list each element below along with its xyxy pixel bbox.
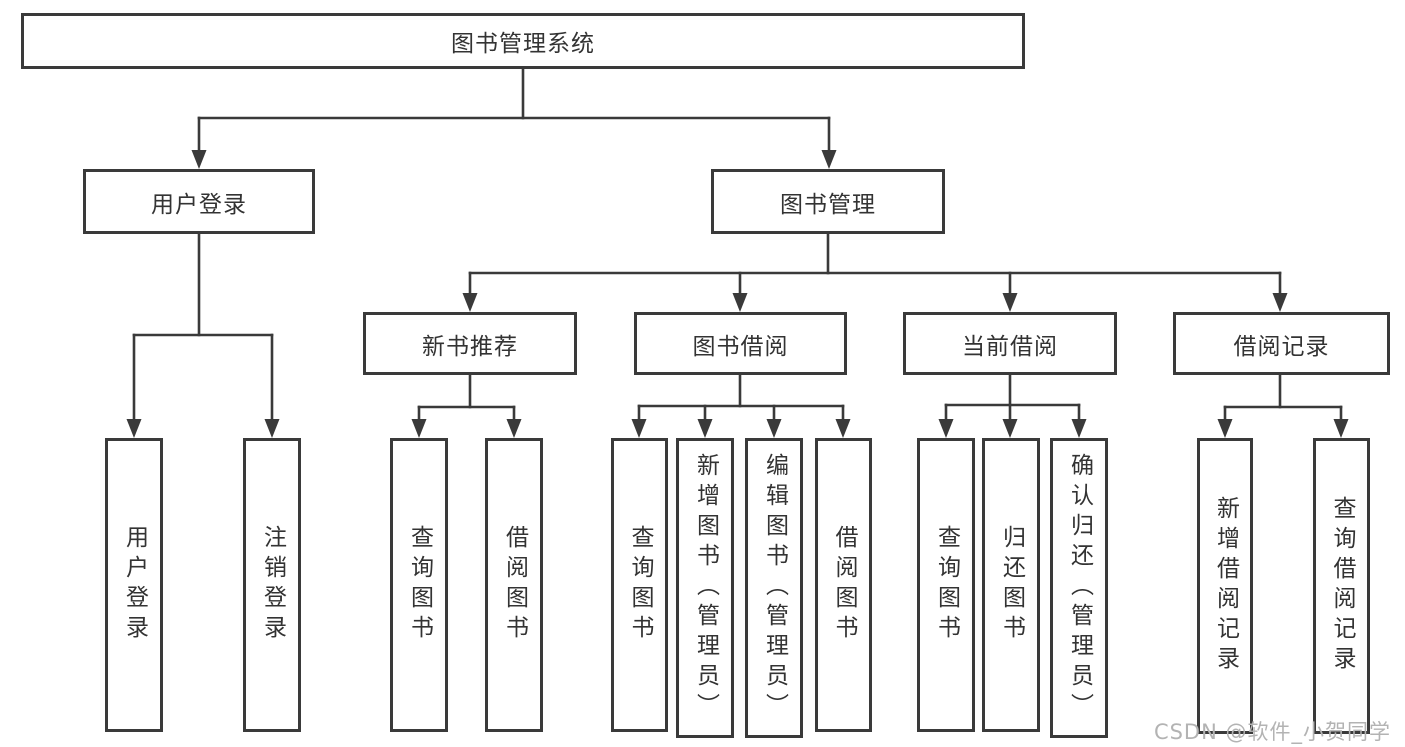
leaf-return-book-label: 归还图书 [998,525,1025,645]
leaf-logout-label: 注销登录 [259,525,286,645]
leaf-add-borrow-record-label: 新增借阅记录 [1212,496,1239,676]
node-user-login-label: 用户登录 [151,191,247,218]
leaf-borrow-books-borrowing-label: 借阅图书 [831,525,857,645]
leaf-add-book-admin: 新增图书（管理员） [676,438,734,738]
leaf-logout: 注销登录 [243,438,301,732]
leaf-add-book-admin-label: 新增图书（管理员） [692,453,719,723]
leaf-borrow-books-recommendation-label: 借阅图书 [501,525,528,645]
leaf-confirm-return-admin: 确认归还（管理员） [1050,438,1108,738]
leaf-return-book: 归还图书 [982,438,1040,732]
arrowheads [126,150,1349,438]
node-book-borrowing-label: 图书借阅 [692,333,789,360]
leaf-edit-book-admin: 编辑图书（管理员） [745,438,803,738]
node-new-book-recommendation-label: 新书推荐 [422,333,518,360]
leaf-borrow-books-recommendation: 借阅图书 [485,438,543,732]
leaf-query-books-current: 查询图书 [917,438,975,732]
leaf-query-books-recommendation-label: 查询图书 [406,525,433,645]
node-new-book-recommendation: 新书推荐 [363,312,577,375]
leaf-confirm-return-admin-label: 确认归还（管理员） [1066,453,1093,723]
leaf-query-books-recommendation: 查询图书 [390,438,448,732]
leaf-query-books-current-label: 查询图书 [933,525,960,645]
leaf-user-login-label: 用户登录 [121,525,148,645]
node-borrowing-records: 借阅记录 [1173,312,1390,375]
leaf-query-borrow-record-label: 查询借阅记录 [1329,496,1355,676]
node-borrowing-records-label: 借阅记录 [1233,333,1330,360]
node-book-management: 图书管理 [711,169,945,234]
node-current-borrowing-label: 当前借阅 [962,333,1058,360]
node-book-management-label: 图书管理 [780,191,876,218]
leaf-add-borrow-record: 新增借阅记录 [1197,438,1253,734]
leaf-user-login: 用户登录 [105,438,163,732]
leaf-query-books-borrowing: 查询图书 [611,438,668,732]
node-book-borrowing: 图书借阅 [634,312,847,375]
node-current-borrowing: 当前借阅 [903,312,1117,375]
leaf-borrow-books-borrowing: 借阅图书 [815,438,872,732]
node-root: 图书管理系统 [21,13,1025,69]
leaf-edit-book-admin-label: 编辑图书（管理员） [761,453,788,723]
leaf-query-borrow-record: 查询借阅记录 [1313,438,1370,734]
node-root-label: 图书管理系统 [451,31,595,57]
node-user-login: 用户登录 [83,169,315,234]
leaf-query-books-borrowing-label: 查询图书 [627,525,653,645]
csdn-watermark: CSDN @软件_小贺同学 [1153,720,1391,744]
